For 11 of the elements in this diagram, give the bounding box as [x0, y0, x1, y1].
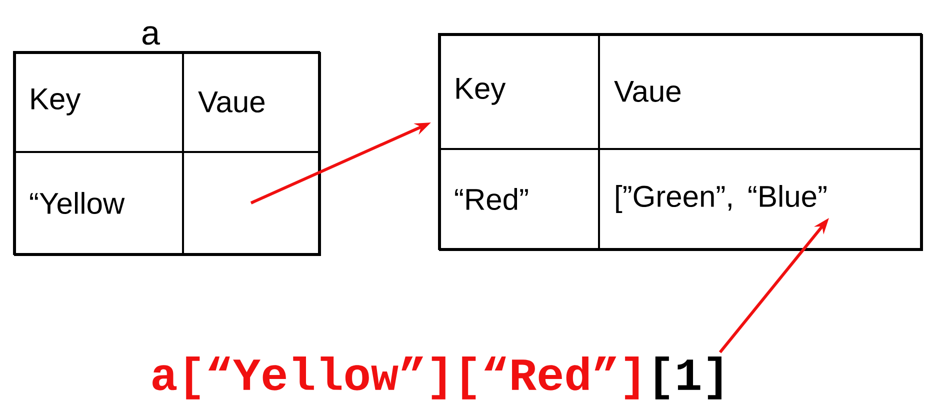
code-text: a[“Yellow”][“Red”] [1]: [152, 356, 722, 400]
table-cell: “Red”: [438, 148, 600, 250]
node-label: a: [142, 26, 160, 45]
table-cell: Key: [438, 33, 600, 150]
table-cell: Vaue: [598, 33, 922, 150]
table-cell: Vaue: [182, 51, 320, 153]
empty-cell: [182, 151, 320, 255]
table-cell: “Yellow: [13, 151, 184, 255]
table-cell: [”Green”, “Blue”: [598, 148, 922, 250]
table: [439, 34, 923, 251]
table-cell: Key: [13, 51, 184, 153]
